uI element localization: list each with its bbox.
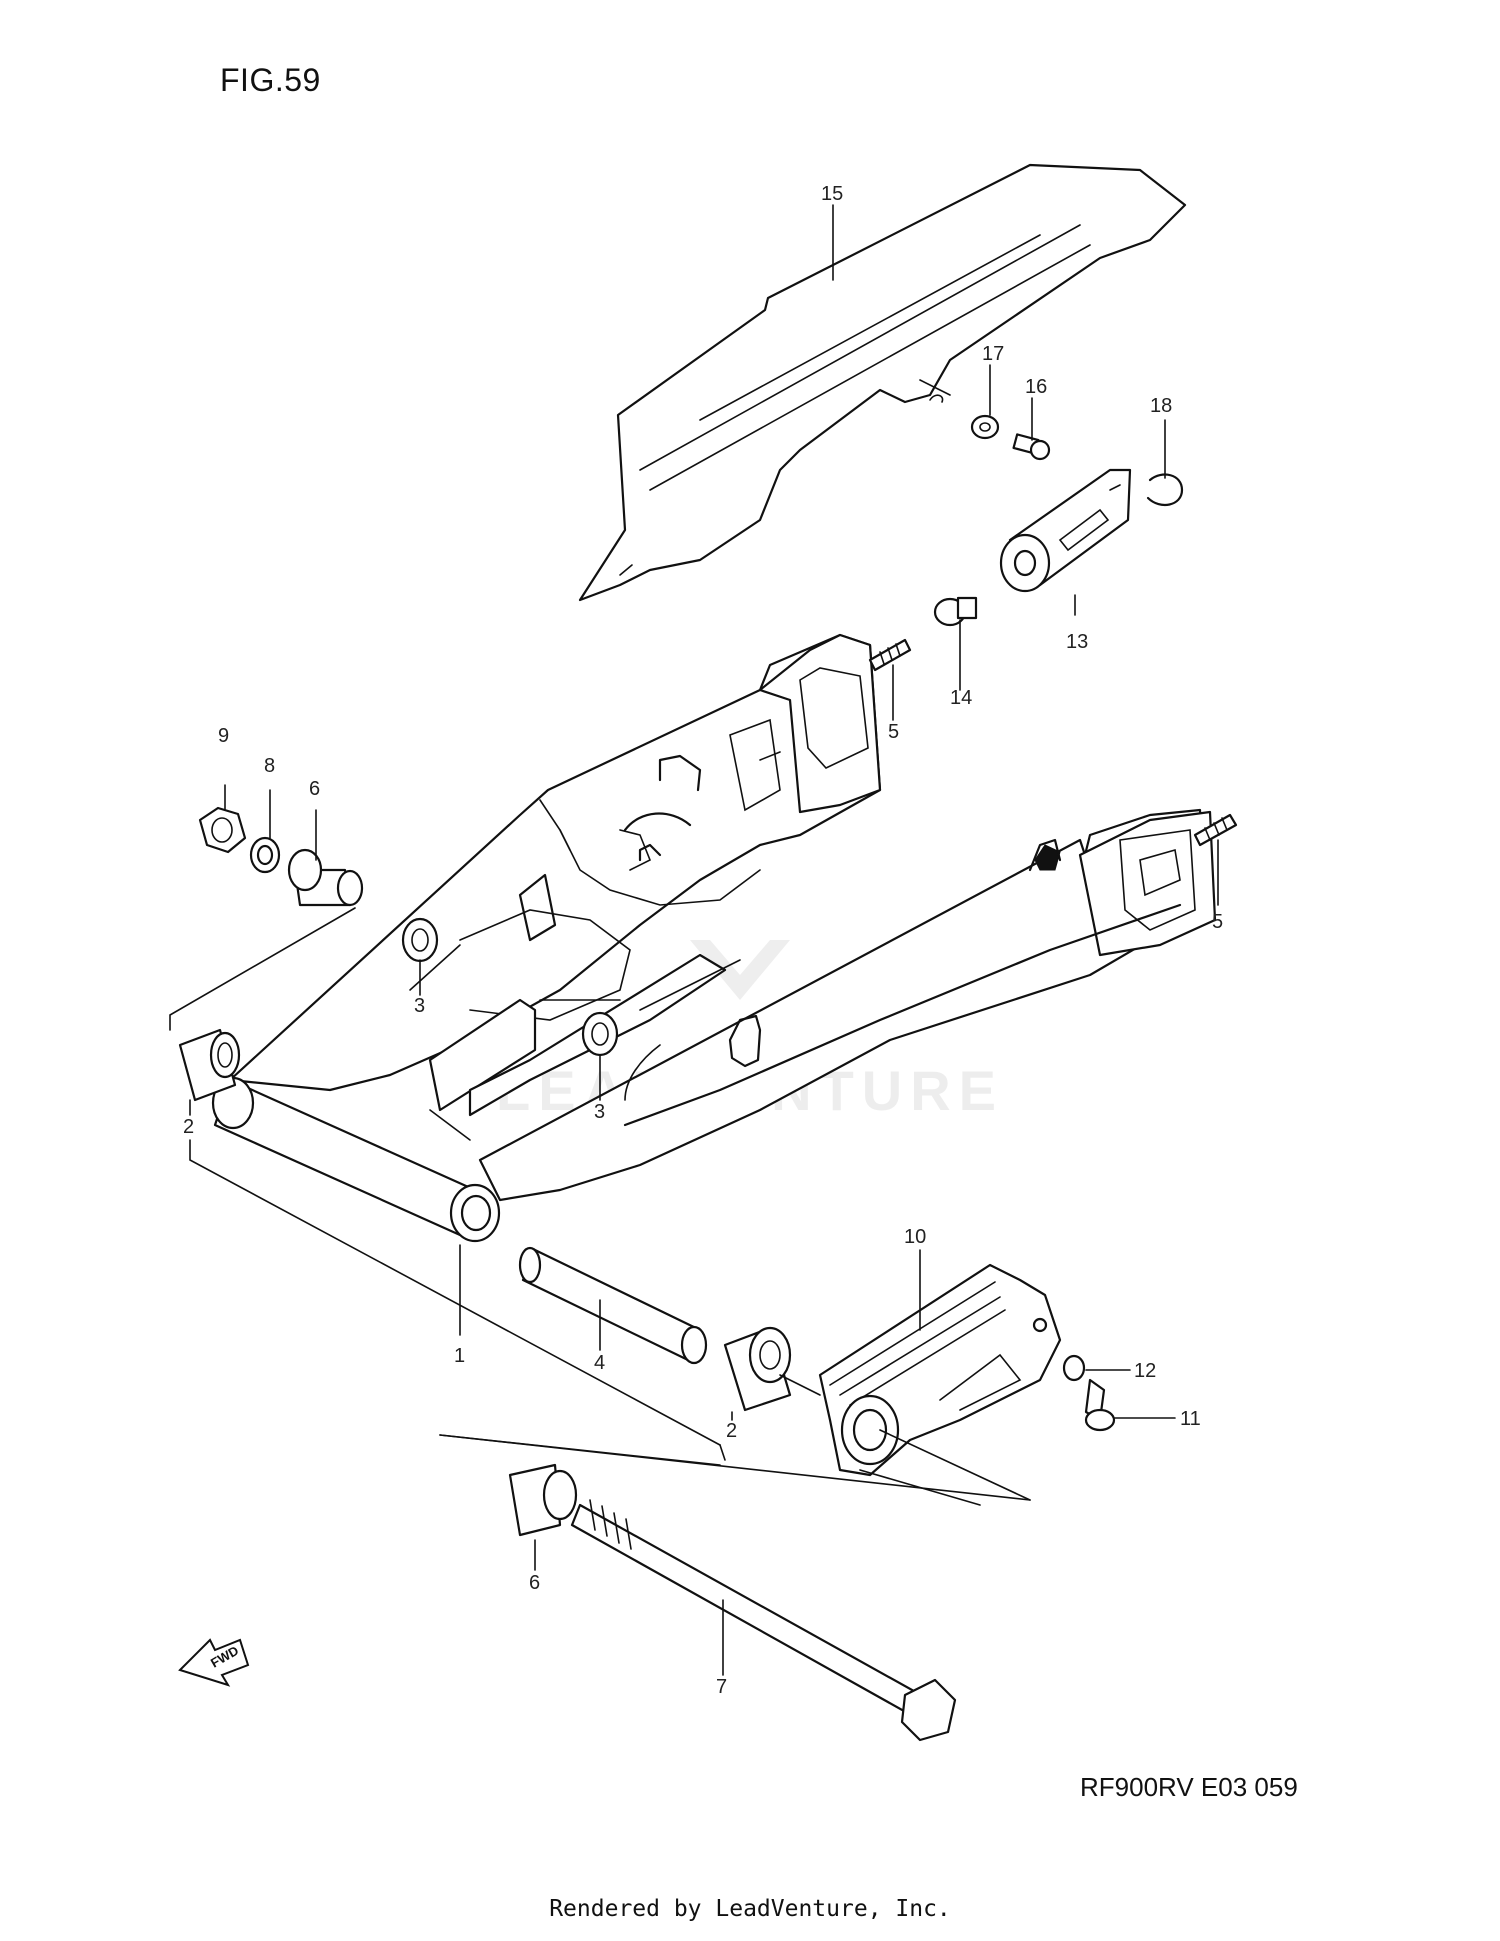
fwd-arrow-icon: FWD [178, 1638, 250, 1687]
callout-3a: 3 [414, 995, 425, 1017]
bearing-2a [178, 1028, 241, 1102]
callout-labels: 15 17 16 18 13 14 5 5 9 8 6 3 3 2 1 4 2 … [183, 183, 1223, 1698]
pivot-shaft-7 [570, 1499, 957, 1742]
callout-17: 14 [950, 687, 972, 709]
bolt-11 [1084, 1378, 1116, 1432]
collar-6-lower [508, 1463, 578, 1537]
callout-3b: 3 [594, 1101, 605, 1123]
callout-7: 7 [716, 1676, 727, 1698]
figure-title: FIG.59 [220, 62, 321, 98]
spacer-4 [518, 1246, 708, 1365]
callout-5a: 5 [888, 721, 899, 743]
callout-14: 16 [1025, 376, 1047, 398]
callout-10: 10 [904, 1226, 926, 1248]
clip-18 [1146, 473, 1184, 507]
callout-13: 15 [821, 183, 843, 205]
adjuster-bolt-5a [868, 638, 912, 672]
callout-18: 18 [1150, 395, 1172, 417]
swingarm-1 [228, 633, 1217, 1202]
chain-guide-10 [818, 1263, 1062, 1477]
collar-12 [1062, 1354, 1086, 1382]
nut-9 [198, 806, 247, 854]
footer-credit: Rendered by LeadVenture, Inc. [549, 1896, 951, 1922]
bearing-2b [723, 1326, 792, 1412]
callout-6a: 6 [309, 778, 320, 800]
chain-adjuster-16 [999, 468, 1132, 593]
washer-8 [249, 836, 281, 874]
pivot-tube [211, 1076, 501, 1243]
adjuster-bolt-5b [1193, 813, 1238, 847]
collar-6-upper [287, 848, 364, 907]
callout-12: 12 [1134, 1360, 1156, 1382]
leader-lines [169, 204, 1219, 1676]
callout-15: 17 [982, 343, 1004, 365]
bearing-3b [581, 1011, 619, 1057]
chain-case [578, 163, 1187, 602]
callout-5b: 5 [1212, 911, 1223, 933]
callout-2a: 2 [183, 1116, 194, 1138]
callout-2b: 2 [726, 1420, 737, 1442]
bearing-3a [401, 917, 439, 963]
callout-11: 11 [1180, 1408, 1201, 1430]
callout-8: 8 [264, 755, 275, 777]
callout-16: 13 [1066, 631, 1088, 653]
model-code: RF900RV E03 059 [1080, 1772, 1298, 1802]
callout-4: 4 [594, 1352, 605, 1374]
spacer-17 [933, 596, 978, 627]
bolt-14 [1012, 433, 1051, 461]
callout-9: 9 [218, 725, 229, 747]
callout-6b: 6 [529, 1572, 540, 1594]
washer-15 [970, 414, 1000, 440]
callout-1: 1 [454, 1345, 465, 1367]
